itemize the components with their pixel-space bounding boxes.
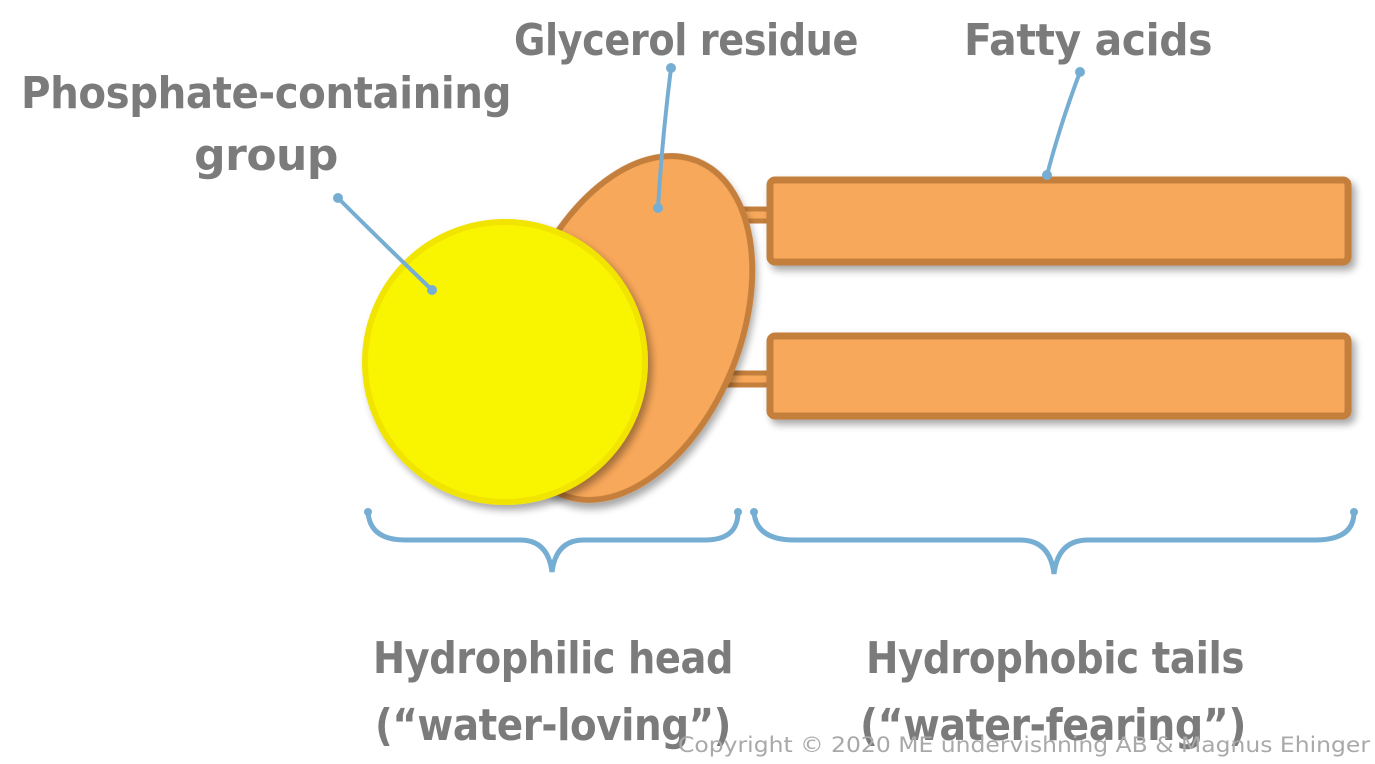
phosphate-leader-line xyxy=(336,196,434,292)
glycerol-leader-line xyxy=(656,66,673,210)
glycerol-leader-dot-end xyxy=(653,203,663,213)
fatty-acid-tail-bottom xyxy=(766,332,1352,420)
hydrophilic-head-label-line1: Hydrophilic head xyxy=(373,633,733,684)
glycerol-leader-dot-start xyxy=(666,63,676,73)
phosphate-label-line2: group xyxy=(194,130,338,181)
fatty-acids-leader-dot-start xyxy=(1075,67,1085,77)
fatty-acids-label: Fatty acids xyxy=(964,15,1212,66)
phosphate-leader-dot-start xyxy=(333,193,343,203)
head-brace-dot-right xyxy=(734,508,742,516)
copyright-notice: Copyright © 2020 ME undervishning AB & M… xyxy=(678,733,1370,757)
hydrophobic-tails-label-line2: (“water-fearing”) xyxy=(860,700,1246,751)
phosphate-leader-dot-end xyxy=(427,285,437,295)
head-brace xyxy=(365,509,741,573)
hydrophilic-head-label-line2: (“water-loving”) xyxy=(375,700,731,751)
head-brace-dot-left xyxy=(364,508,372,516)
fatty-acids-leader-line xyxy=(1045,70,1082,177)
fatty-acids-leader-dot-end xyxy=(1042,170,1052,180)
tails-brace xyxy=(751,509,1357,575)
glycerol-label: Glycerol residue xyxy=(514,15,858,66)
fatty-acid-tail-top xyxy=(766,176,1352,266)
phosphate-label-line1: Phosphate-containing xyxy=(21,68,511,119)
tails-brace-dot-left xyxy=(750,508,758,516)
tails-brace-dot-right xyxy=(1350,508,1358,516)
hydrophobic-tails-label-line1: Hydrophobic tails xyxy=(866,633,1244,684)
